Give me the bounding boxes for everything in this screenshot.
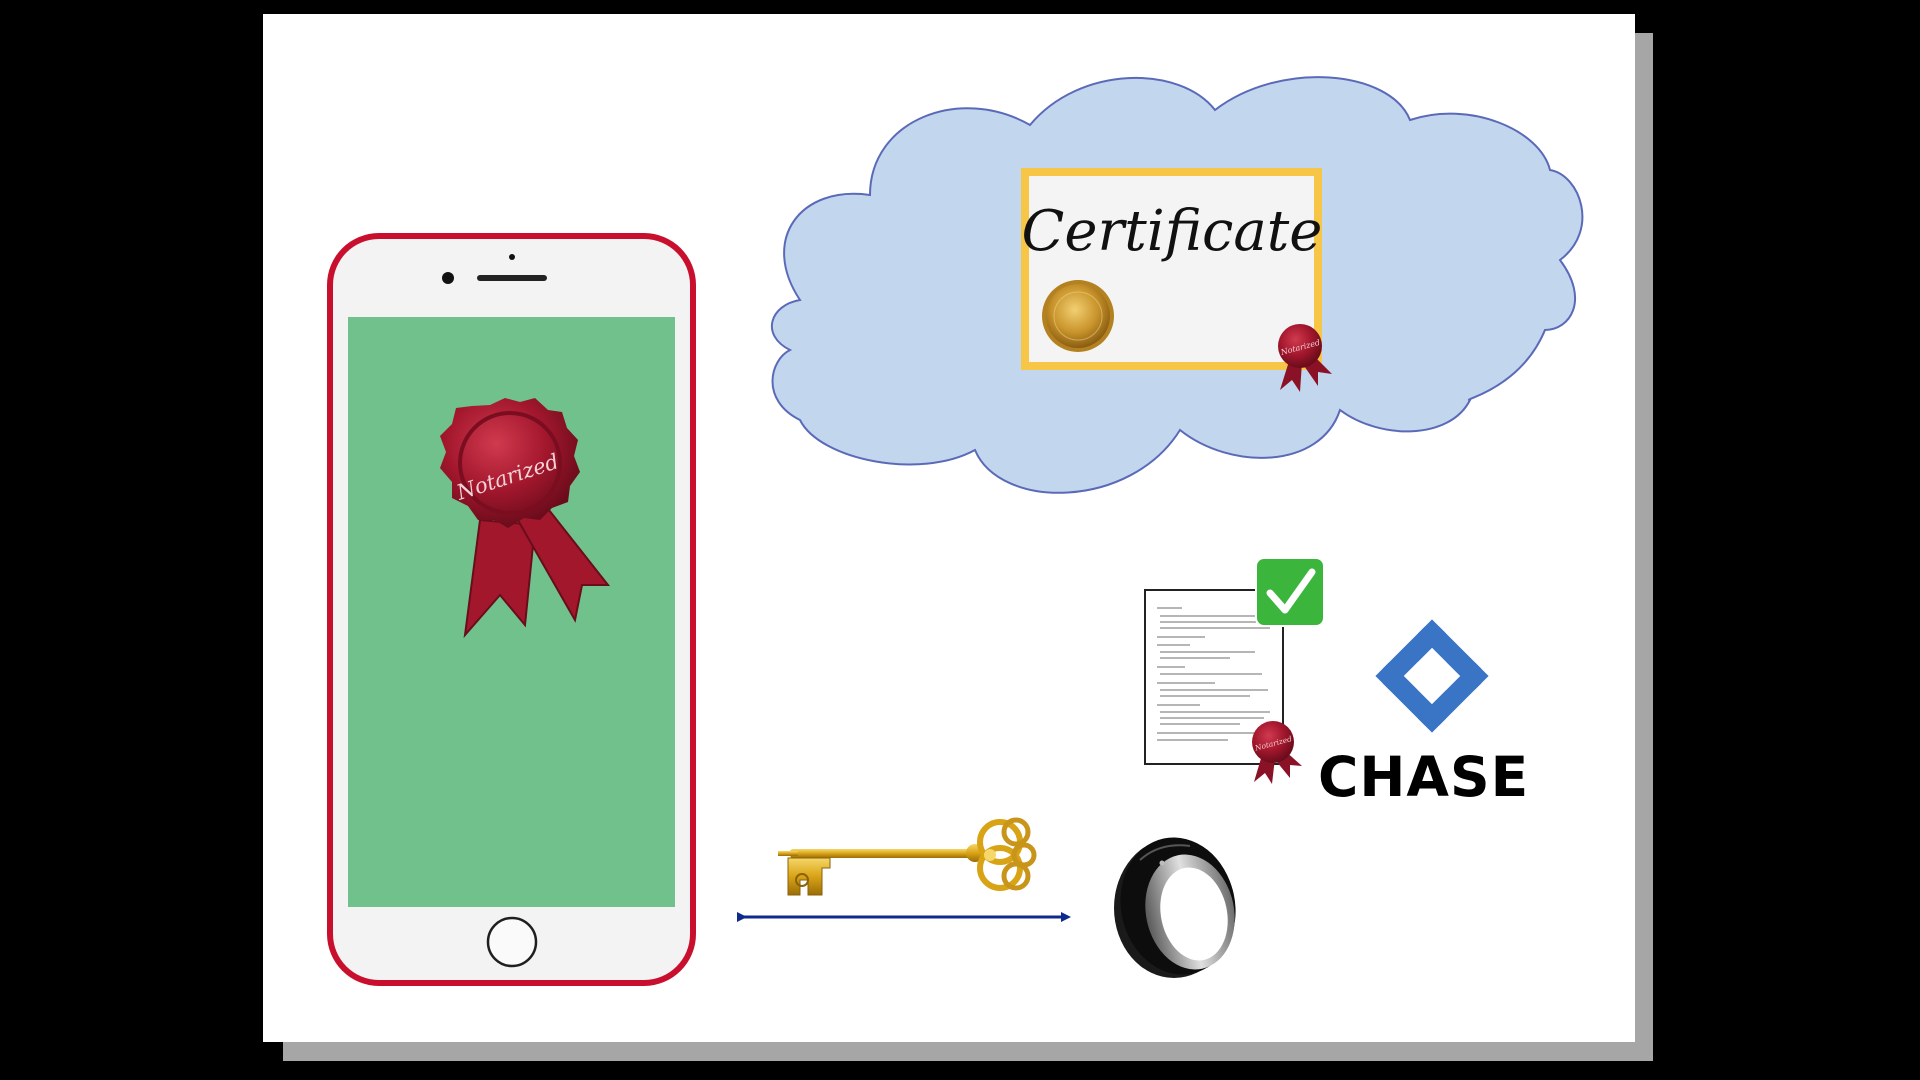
verified-document: Notarized bbox=[1144, 557, 1325, 784]
chase-wordmark: CHASE bbox=[1318, 745, 1530, 809]
document-text-lines bbox=[1157, 607, 1270, 741]
golden-key-icon bbox=[778, 817, 1037, 896]
phone-speaker bbox=[477, 275, 547, 281]
phone-camera bbox=[442, 272, 454, 284]
certificate: Certificate Notarized bbox=[1021, 168, 1332, 392]
smart-ring-icon bbox=[1114, 837, 1236, 978]
checkmark-icon bbox=[1255, 557, 1325, 627]
certificate-title: Certificate bbox=[1022, 199, 1323, 264]
phone-notarized-seal-icon: Notarized bbox=[440, 398, 611, 639]
gold-seal-icon bbox=[1042, 280, 1114, 352]
phone-sensor bbox=[509, 254, 515, 260]
document-notarized-seal-icon: Notarized bbox=[1252, 721, 1302, 784]
chase-logo-icon bbox=[1375, 619, 1489, 733]
certificate-notarized-seal-icon: Notarized bbox=[1278, 324, 1332, 392]
home-button[interactable] bbox=[486, 916, 538, 968]
